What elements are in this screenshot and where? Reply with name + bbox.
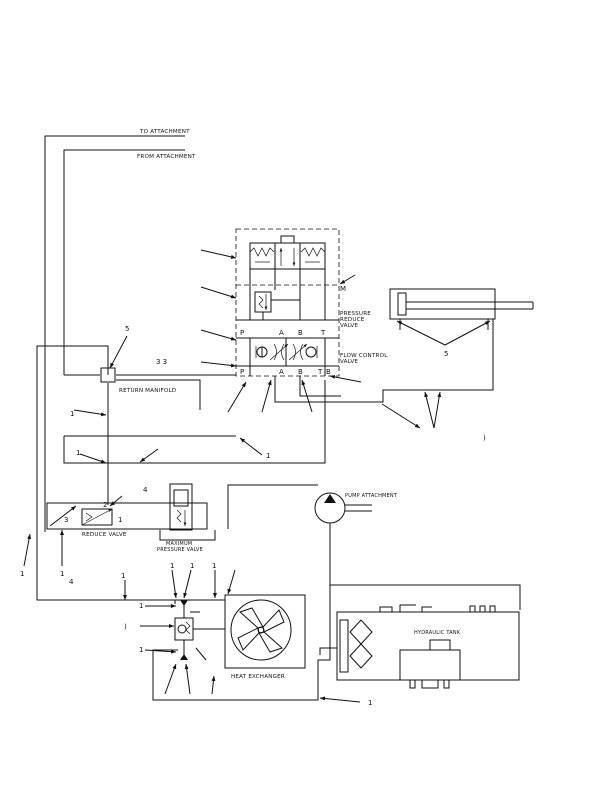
pressure-reduce-valve-label-3: VALVE xyxy=(340,323,358,329)
port-a-lower: A xyxy=(279,368,284,376)
leader-reduce xyxy=(109,495,123,507)
callout-he-c: 1 xyxy=(212,562,216,570)
to-attachment-label: TO ATTACHMENT xyxy=(139,129,190,135)
callout-dots: 3 3 xyxy=(156,358,167,366)
port-p-upper: P xyxy=(240,329,244,337)
port-t-upper: T xyxy=(320,329,326,337)
port-b-lower: B xyxy=(298,368,303,376)
lower-left-leaders xyxy=(23,505,236,600)
hydraulic-tank xyxy=(319,604,520,689)
pump-attachment xyxy=(314,492,372,524)
hydraulic-cylinder xyxy=(389,288,534,346)
control-valve-stack xyxy=(235,228,340,377)
callout-lower-left-b: 1 xyxy=(60,570,64,578)
reduce-valve xyxy=(81,508,113,526)
callout-left-c: 1 xyxy=(139,646,143,654)
hydraulic-tank-label: HYDRAULIC TANK xyxy=(414,630,461,636)
leader-bottom-right xyxy=(319,696,361,703)
maximum-pressure-valve xyxy=(159,483,216,541)
pressure-reduce-valve-label-2: REDUCE xyxy=(340,317,365,323)
callout-right: ) xyxy=(483,434,486,442)
port-t-lower: T xyxy=(317,368,323,376)
port-a-upper: A xyxy=(279,329,284,337)
port-manifold-2: 2 xyxy=(103,501,107,509)
callout-bottom-b: 4 xyxy=(69,578,74,586)
heat-exchanger xyxy=(224,594,306,669)
port-manifold-3: 3 xyxy=(64,516,68,524)
callout-mid-c: 1 xyxy=(266,452,270,460)
mid-leaders xyxy=(73,391,442,464)
pressure-reduce-valve-label-1: PRESSURE xyxy=(340,311,371,317)
callout-mid-a: 1 xyxy=(70,410,74,418)
return-manifold-label: RETURN MANIFOLD xyxy=(119,388,176,394)
callout-he-b: 1 xyxy=(190,562,194,570)
callout-manifold: 5 xyxy=(125,325,129,333)
reduce-valve-label: REDUCE VALVE xyxy=(82,532,127,538)
callout-lower-left-a: 1 xyxy=(20,570,24,578)
callout-cylinder: 5 xyxy=(444,350,448,358)
port-m: M xyxy=(340,285,346,293)
attachment-lines xyxy=(44,135,185,532)
heat-exchanger-label: HEAT EXCHANGER xyxy=(231,674,285,680)
callout-mid-b: 1 xyxy=(76,449,80,457)
pump-attachment-label: PUMP ATTACHMENT xyxy=(345,493,398,499)
callout-left-a: 1 xyxy=(139,602,143,610)
max-pressure-valve-label-2: PRESSURE VALVE xyxy=(157,547,203,553)
port-b-lower-2: B xyxy=(326,368,331,376)
flow-control-valve-label-1: FLOW CONTROL xyxy=(340,353,388,359)
callout-bottom-a: 1 xyxy=(121,572,125,580)
max-pressure-valve-label-1: MAXIMUM xyxy=(166,541,192,547)
port-p-lower: P xyxy=(240,368,244,376)
pipe-network xyxy=(36,319,521,701)
leader-manifold xyxy=(109,335,128,369)
callout-max-pv: 4 xyxy=(143,486,148,494)
port-manifold-1: 1 xyxy=(118,516,122,524)
check-valve-assembly xyxy=(140,600,225,695)
from-attachment-label: FROM ATTACHMENT xyxy=(137,154,196,160)
callout-left-b: ) xyxy=(124,623,127,631)
port-b-upper: B xyxy=(298,329,303,337)
callout-bottom-right: 1 xyxy=(368,699,372,707)
flow-control-valve-label-2: VALVE xyxy=(340,359,358,365)
callout-he-a: 1 xyxy=(170,562,174,570)
return-manifold-block xyxy=(100,367,116,383)
